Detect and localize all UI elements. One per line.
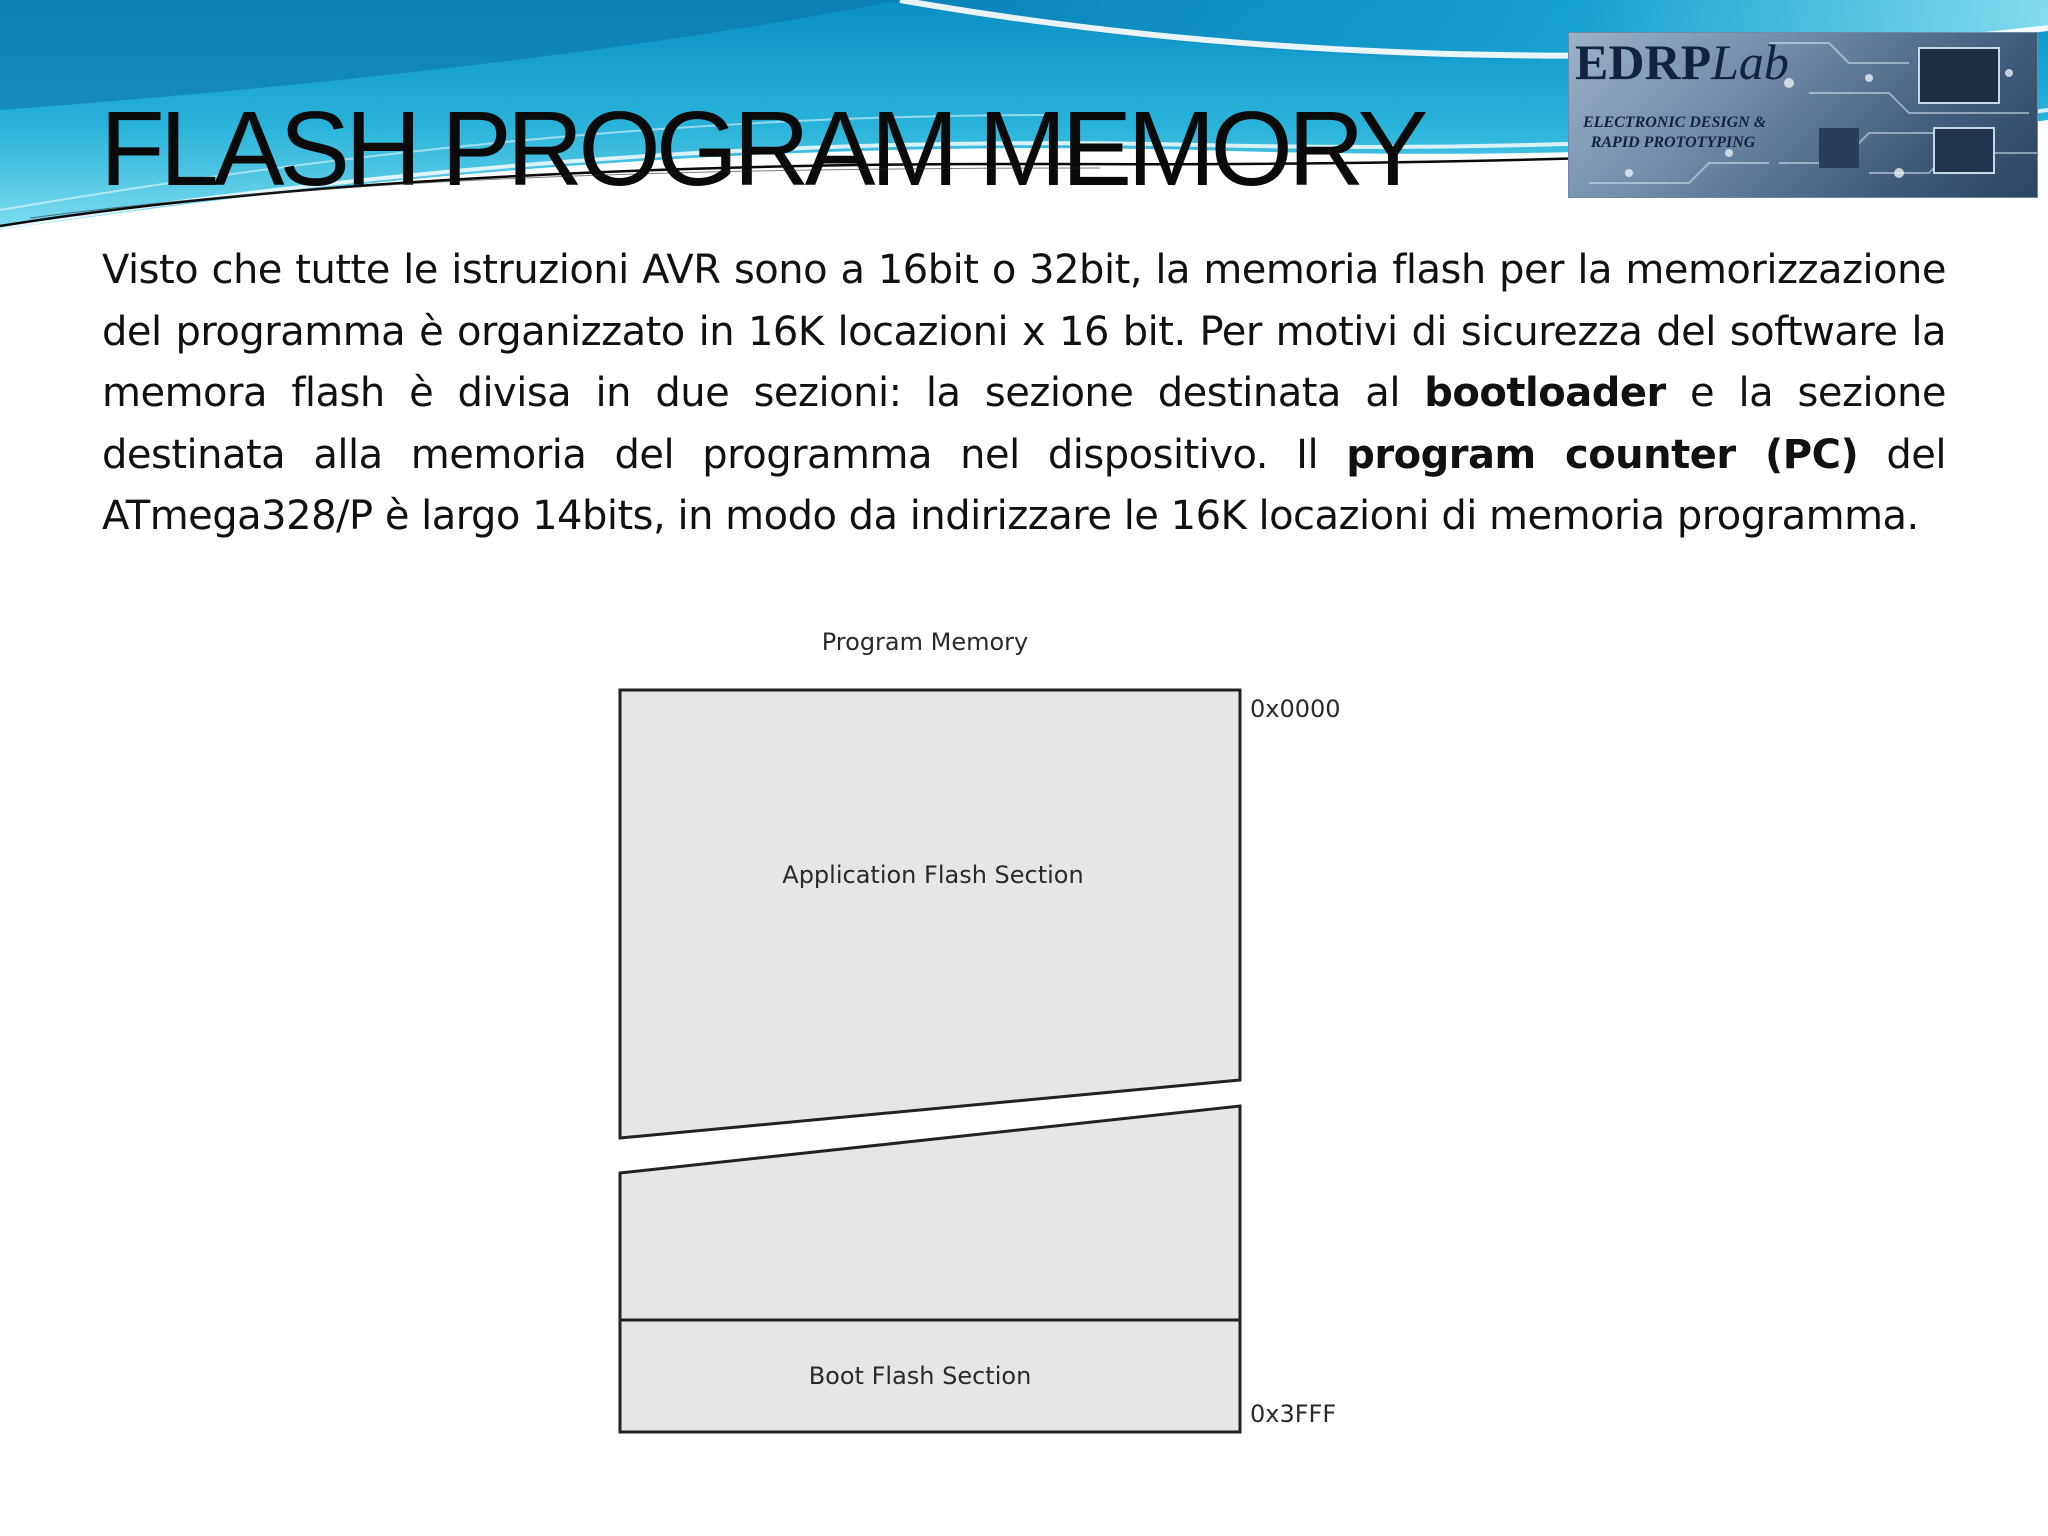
- bootloader-term: bootloader: [1424, 370, 1666, 416]
- logo-brand-main: EDRP: [1575, 34, 1712, 90]
- application-flash-label: Application Flash Section: [782, 861, 1083, 889]
- address-end-label: 0x3FFF: [1250, 1400, 1336, 1428]
- application-flash-section: [618, 688, 1242, 1140]
- logo-brand-suffix: Lab: [1711, 34, 1789, 90]
- title-underline-stroke: [0, 156, 1591, 228]
- boot-flash-label: Boot Flash Section: [809, 1362, 1032, 1390]
- edrplab-logo: EDRPLab ELECTRONIC DESIGN & RAPID PROTOT…: [1568, 32, 2038, 198]
- program-counter-term: program counter (PC): [1346, 431, 1859, 478]
- body-paragraph: Visto che tutte le istruzioni AVR sono a…: [102, 240, 1947, 548]
- application-flash-continuation: [618, 1104, 1242, 1434]
- logo-tagline-line2: RAPID PROTOTYPING: [1590, 134, 1756, 151]
- circuit-board-image: [1589, 42, 2037, 184]
- body-text-run: del ATmega328/P è largo 14bits, in modo …: [102, 431, 1947, 540]
- body-text-run: Visto che tutte le istruzioni AVR sono a…: [102, 247, 1947, 416]
- logo-brand: EDRPLab: [1575, 35, 1789, 90]
- logo-tagline-line1: ELECTRONIC DESIGN &: [1583, 114, 1767, 131]
- program-memory-diagram: Program Memory Application Flash Section…: [618, 628, 1341, 1434]
- header-wave-background: [0, 0, 2048, 230]
- body-text-run: e la sezione destinata alla memoria del …: [102, 370, 1947, 478]
- slide-title: FLASH PROGRAM MEMORY: [100, 90, 1428, 208]
- diagram-title: Program Memory: [822, 628, 1029, 656]
- address-start-label: 0x0000: [1250, 695, 1341, 723]
